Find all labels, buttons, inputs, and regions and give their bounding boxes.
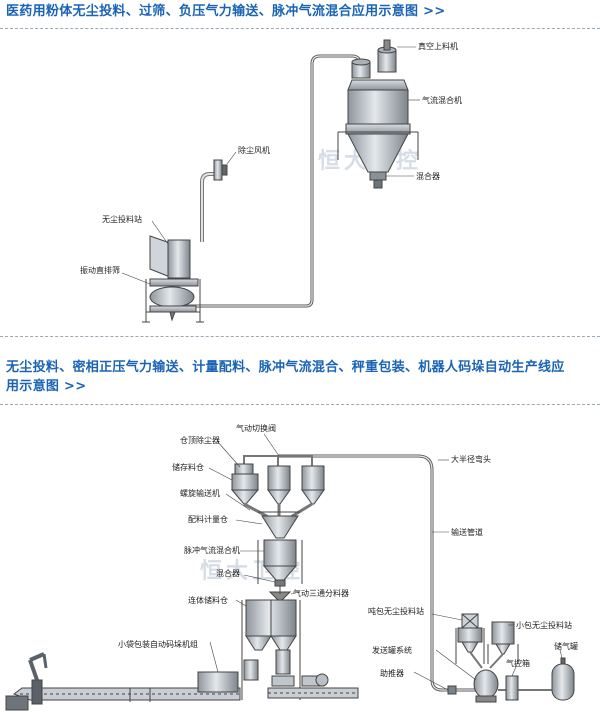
- label-ton-bag-station: 吨包无尘投料站: [368, 606, 424, 616]
- storage-silo-icon-2: [267, 489, 291, 505]
- label-dust-fan: 除尘风机: [238, 145, 270, 155]
- label-batching-hopper: 配料计量仓: [188, 514, 228, 524]
- section-divider: [0, 336, 600, 337]
- label-small-bag-palletizer: 小袋包装自动码垛机组: [118, 639, 198, 649]
- booster-icon: [447, 685, 457, 695]
- robot-icon: [5, 652, 48, 711]
- label-connected-silo: 连体储料仓: [188, 595, 228, 605]
- sending-tank-icon: [473, 669, 499, 699]
- label-dustfree-station: 无尘投料站: [102, 214, 142, 224]
- label-tank-system: 发送罐系统: [372, 645, 412, 655]
- air-control-box-icon: [505, 675, 519, 701]
- label-mixer: 混合器: [416, 171, 440, 181]
- label-big-radius-elbow: 大半径弯头: [451, 454, 491, 464]
- section-2-diagram: [5, 433, 575, 711]
- label-storage-silo: 储存料仓: [172, 462, 204, 472]
- label-three-way-distributor: 气动三通分料器: [293, 588, 349, 598]
- section-2-divider: [0, 404, 600, 405]
- dustfree-station-icon: [167, 239, 191, 279]
- label-pulse-mixer: 脉冲气流混合机: [184, 545, 240, 555]
- dust-fan-icon: [213, 159, 223, 181]
- air-tank-icon: [551, 663, 575, 701]
- label-small-bag-station: 小包无尘投料站: [516, 620, 572, 630]
- section-1-title: 医药用粉体无尘投料、过筛、负压气力输送、脉冲气流混合应用示意图 >>: [6, 4, 446, 19]
- silo-dust-collector-icon: [234, 463, 254, 475]
- storage-silo-icon-3: [301, 489, 325, 505]
- label-mixer-2: 混合器: [216, 568, 240, 578]
- label-airflow-mixer: 气流混合机: [422, 95, 462, 105]
- batching-hopper-icon: [261, 515, 299, 539]
- label-pneumatic-valve: 气动切换阀: [236, 423, 276, 433]
- section-2-title: 无尘投料、密相正压气力输送、计量配料、脉冲气流混合、秤重包装、机器人码垛自动生产…: [6, 360, 565, 394]
- label-air-control-box: 气控箱: [506, 658, 530, 668]
- palletizer-icon: [197, 671, 239, 693]
- section-1-divider: [0, 28, 600, 29]
- mixer-icon-2: [274, 579, 286, 587]
- mixer-icon: [369, 171, 387, 181]
- label-air-tank: 储气罐: [554, 641, 578, 651]
- storage-silo-icon-1: [230, 489, 260, 505]
- vibrating-sieve-icon: [149, 286, 195, 308]
- section-1-diagram: [121, 39, 420, 323]
- label-booster: 助推器: [380, 668, 404, 678]
- section-1-conveying-pipe: [176, 54, 362, 308]
- label-silo-dust-collector: 仓顶除尘器: [180, 435, 220, 445]
- label-vacuum-loader: 真空上料机: [418, 41, 458, 51]
- pulse-mixer-icon: [263, 539, 297, 567]
- label-screw-conveyor: 螺旋输送机: [180, 488, 220, 498]
- label-conveying-pipe: 输送管道: [451, 527, 483, 537]
- airflow-mixer-icon: [347, 89, 409, 125]
- label-vibrating-sieve: 振动直排筛: [80, 265, 120, 275]
